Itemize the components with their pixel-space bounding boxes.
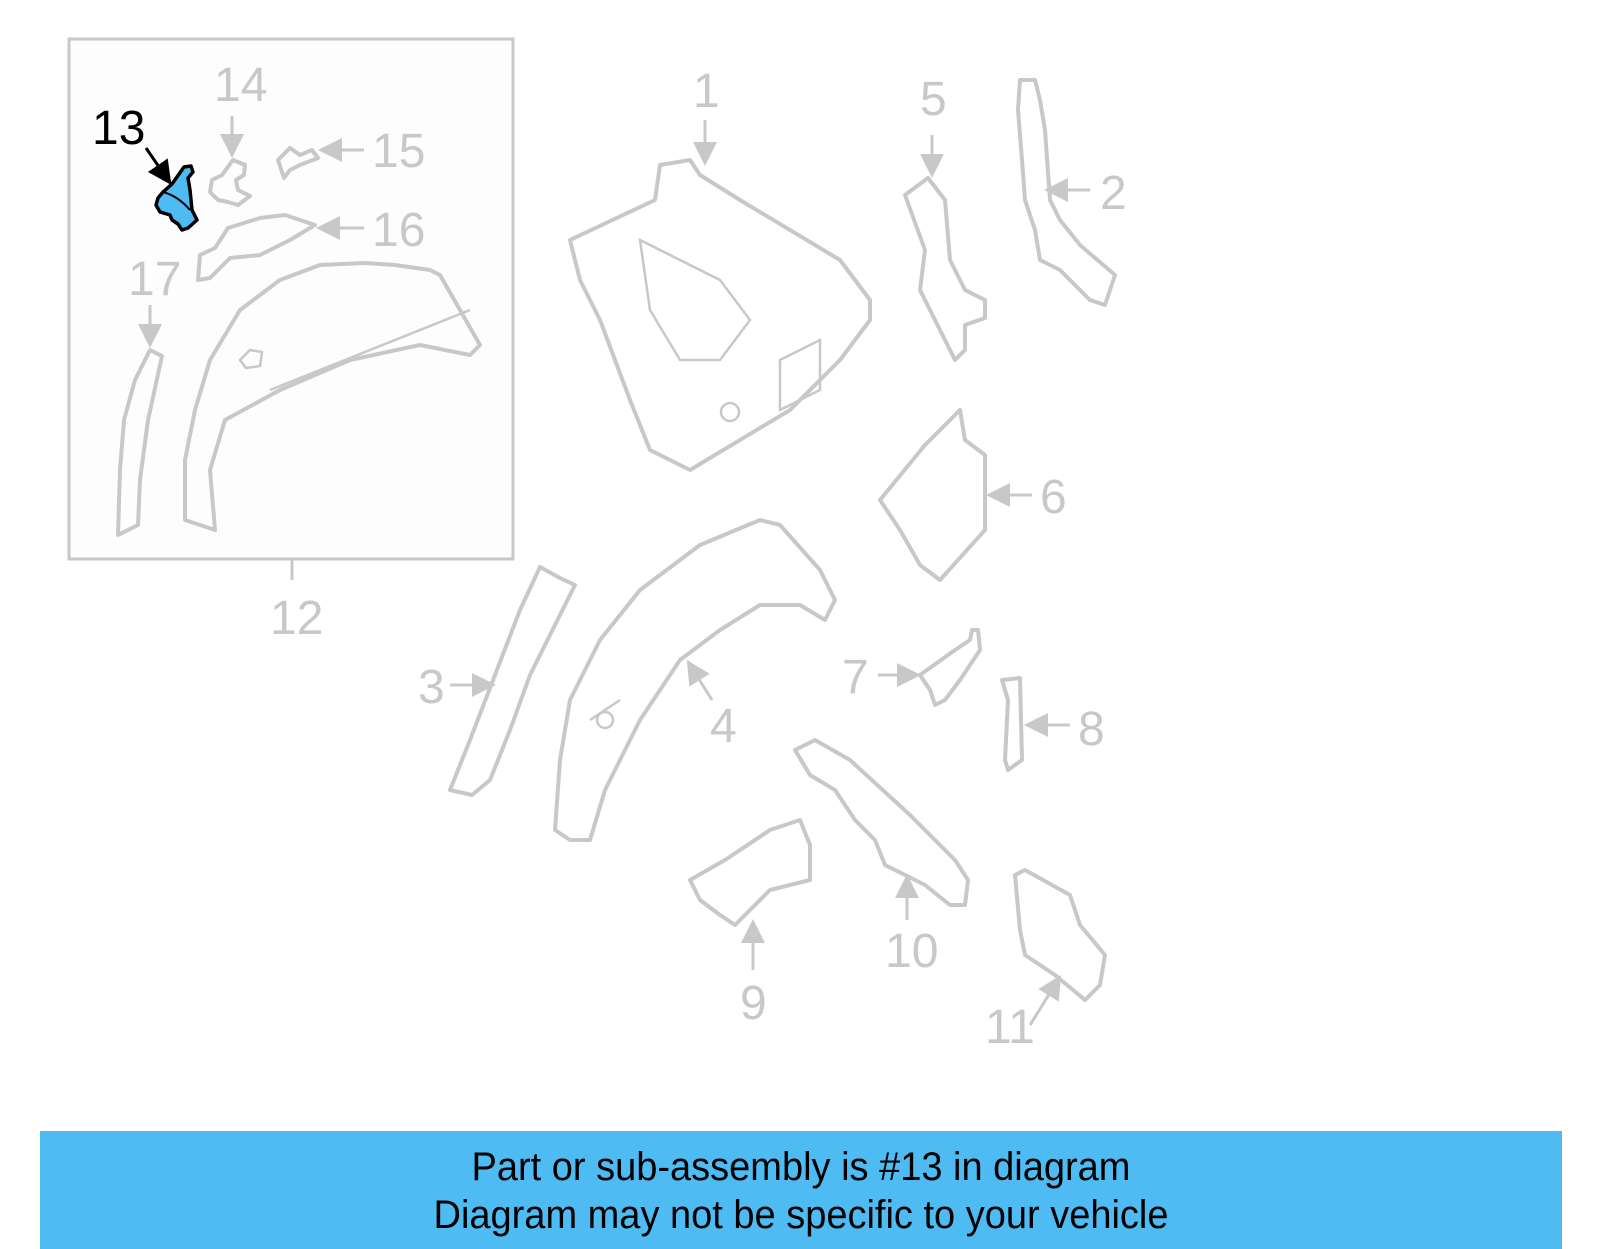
part-2 [1016,78,1117,307]
part-6 [878,408,987,582]
banner-line-disclaimer: Diagram may not be specific to your vehi… [433,1193,1169,1237]
callout-11: 11 [985,1001,1035,1054]
part-13-highlighted [144,147,199,232]
callout-4: 4 [710,700,737,753]
callout-6: 6 [1040,471,1067,524]
callout-15: 15 [372,125,426,178]
callout-9: 9 [740,977,767,1030]
part-17 [116,348,164,537]
callout-8: 8 [1078,703,1105,756]
callout-10: 10 [885,925,939,978]
part-1 [568,158,872,472]
part-10 [793,738,970,907]
callout-1: 1 [693,65,720,118]
parts-diagram: 14 13 15 16 17 12 1 5 2 6 3 4 7 8 9 10 1… [67,37,1127,1054]
part-3 [448,565,577,797]
info-banner: Part or sub-assembly is #13 in diagram D… [40,1131,1562,1249]
callout-2: 2 [1100,167,1127,220]
part-9 [688,818,812,927]
part-14 [208,158,252,207]
part-5 [903,176,987,362]
callout-14: 14 [214,59,268,112]
callout-7: 7 [842,651,869,704]
callout-12: 12 [270,592,324,645]
banner-line-part-number: Part or sub-assembly is #13 in diagram [471,1145,1131,1189]
callout-13: 13 [92,102,146,155]
part-16 [196,213,317,282]
callout-5: 5 [920,73,947,126]
part-8 [1000,676,1024,772]
part-12-arch [183,261,482,532]
part-4 [553,518,837,842]
part-7 [918,628,982,707]
callout-17: 17 [128,253,182,306]
part-11 [1013,868,1107,1002]
callout-16: 16 [372,204,426,257]
diagram-artwork [67,37,1117,1026]
callout-3: 3 [418,661,445,714]
